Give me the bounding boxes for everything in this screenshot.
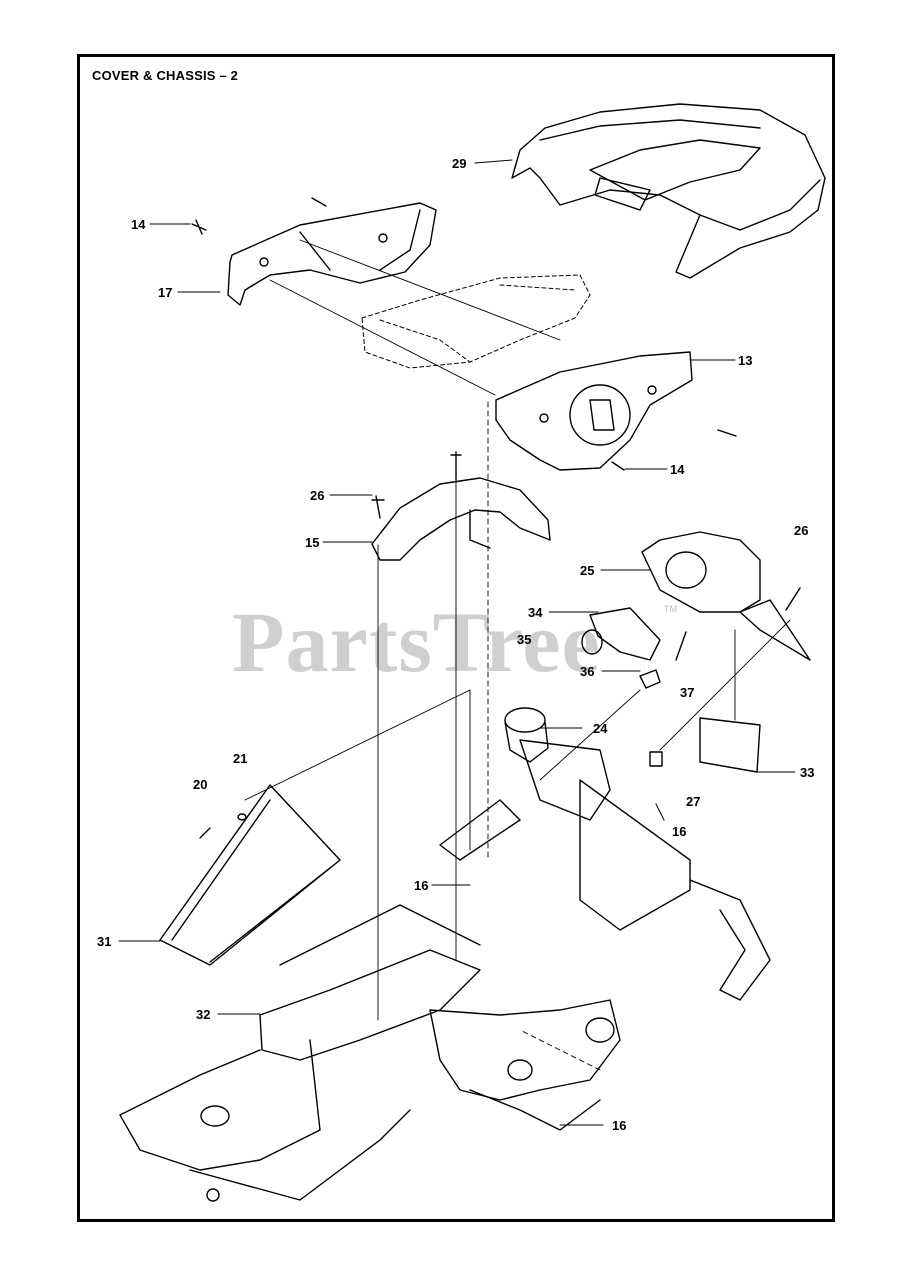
callout-13: 13 bbox=[738, 353, 753, 368]
part-27-bushing bbox=[649, 751, 663, 767]
callout-29: 29 bbox=[452, 156, 467, 171]
part-20-21-fastener bbox=[199, 813, 247, 839]
callout-37: 37 bbox=[680, 685, 695, 700]
diagram-title: COVER & CHASSIS – 2 bbox=[92, 68, 239, 83]
part-17-side-panel bbox=[227, 202, 437, 306]
part-24-grommet bbox=[504, 707, 549, 763]
callout-14: 14 bbox=[670, 462, 685, 477]
dashed-console-panel bbox=[361, 274, 591, 369]
callout-36: 36 bbox=[580, 664, 595, 679]
callout-17: 17 bbox=[158, 285, 173, 300]
callout-25: 25 bbox=[580, 563, 595, 578]
watermark: PartsTree bbox=[232, 594, 601, 690]
watermark-trademark: TM bbox=[664, 604, 677, 614]
callout-35: 35 bbox=[517, 632, 532, 647]
callout-34: 34 bbox=[528, 605, 543, 620]
part-31-floor-panel bbox=[159, 784, 341, 966]
diagram-frame bbox=[77, 54, 835, 1222]
callout-31: 31 bbox=[97, 934, 112, 949]
part-25-steering-housing bbox=[641, 531, 811, 661]
part-13-logo-panel bbox=[495, 351, 693, 471]
part-29-top-cover bbox=[511, 103, 826, 279]
part-33-plate bbox=[699, 717, 761, 773]
callout-33: 33 bbox=[800, 765, 815, 780]
callout-14: 14 bbox=[131, 217, 146, 232]
chassis-frame bbox=[119, 739, 771, 1202]
callout-16: 16 bbox=[414, 878, 429, 893]
callout-16: 16 bbox=[672, 824, 687, 839]
bolt-fasteners bbox=[191, 197, 737, 471]
callout-32: 32 bbox=[196, 1007, 211, 1022]
part-34-bracket bbox=[581, 607, 661, 689]
leader-lines bbox=[118, 159, 796, 1126]
part-15-boot-cover bbox=[371, 477, 551, 561]
callout-15: 15 bbox=[305, 535, 320, 550]
callout-21: 21 bbox=[233, 751, 248, 766]
callout-16: 16 bbox=[612, 1118, 627, 1133]
screws bbox=[371, 451, 801, 661]
assembly-lines bbox=[244, 239, 791, 1071]
callout-24: 24 bbox=[593, 721, 608, 736]
callout-27: 27 bbox=[686, 794, 701, 809]
callout-20: 20 bbox=[193, 777, 208, 792]
callout-26: 26 bbox=[794, 523, 809, 538]
callout-26: 26 bbox=[310, 488, 325, 503]
